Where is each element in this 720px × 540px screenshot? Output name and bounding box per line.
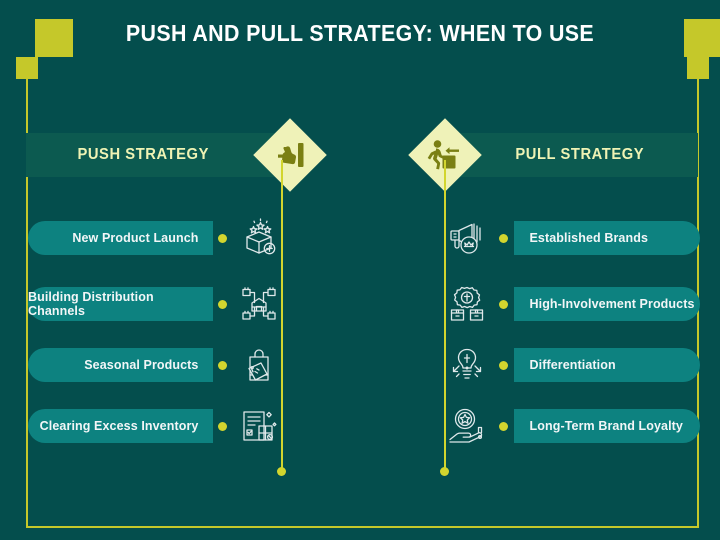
pull-item-pill-2[interactable]: High-Involvement Products: [513, 287, 700, 321]
push-timeline-end-dot: [277, 467, 286, 476]
shopping-bag-sale-tag-icon: [236, 342, 282, 388]
lightbulb-arrows-icon: [444, 342, 490, 388]
person-pulling-box-icon: [409, 119, 481, 191]
push-item-pill-3[interactable]: Seasonal Products: [28, 348, 213, 382]
push-item-label-2: Building Distribution Channels: [28, 290, 154, 318]
frame-border-left: [26, 68, 28, 528]
pull-item-row-4[interactable]: Long-Term Brand Loyalty: [444, 408, 700, 443]
push-strategy-header-band: PUSH STRATEGY: [26, 133, 290, 177]
push-item-row-1[interactable]: New Product Launch: [28, 218, 282, 255]
gear-boxes-icon: [444, 281, 490, 327]
pull-item-pill-1[interactable]: Established Brands: [513, 221, 700, 255]
pull-timeline-dot-3: [499, 360, 508, 370]
pull-item-pill-3[interactable]: Differentiation: [513, 348, 700, 382]
push-item-row-4[interactable]: Clearing Excess Inventory: [28, 409, 282, 443]
pull-timeline-dot-1: [499, 233, 508, 243]
corner-square-top-right-large: [684, 19, 720, 57]
push-item-label-3: Seasonal Products: [84, 358, 199, 372]
push-item-row-2[interactable]: Building Distribution Channels: [28, 287, 282, 321]
pull-item-label-4: Long-Term Brand Loyalty: [529, 419, 683, 433]
push-timeline-dot-3: [218, 360, 227, 370]
pull-timeline-dot-2: [499, 299, 508, 309]
push-item-pill-4[interactable]: Clearing Excess Inventory: [28, 409, 213, 443]
pull-timeline-dot-4: [499, 421, 508, 431]
pull-item-label-3: Differentiation: [529, 358, 616, 372]
pull-item-label-1: Established Brands: [529, 231, 648, 245]
push-timeline-line: [281, 160, 283, 472]
pull-strategy-header-label: PULL STRATEGY: [515, 146, 645, 163]
pull-item-label-2: High-Involvement Products: [529, 297, 695, 311]
pull-item-row-1[interactable]: Established Brands: [444, 221, 700, 255]
page-title: PUSH AND PULL STRATEGY: WHEN TO USE: [125, 20, 595, 46]
pull-item-pill-4[interactable]: Long-Term Brand Loyalty: [513, 409, 700, 443]
push-item-pill-1[interactable]: New Product Launch: [28, 221, 213, 255]
frame-border-bottom: [26, 526, 698, 528]
corner-square-top-left-large: [35, 19, 73, 57]
pull-item-row-2[interactable]: High-Involvement Products: [444, 286, 700, 321]
push-timeline-dot-4: [218, 421, 227, 431]
distribution-network-icon: [236, 281, 282, 327]
megaphone-crown-icon: [444, 215, 490, 261]
pull-strategy-header-band: PULL STRATEGY: [432, 133, 698, 177]
push-timeline-dot-2: [218, 299, 227, 309]
inventory-checklist-icon: [236, 403, 282, 449]
push-timeline-dot-1: [218, 233, 227, 243]
hand-star-badge-icon: [444, 403, 490, 449]
push-strategy-header-label: PUSH STRATEGY: [77, 146, 209, 163]
pull-item-row-3[interactable]: Differentiation: [444, 348, 700, 382]
pull-timeline-end-dot: [440, 467, 449, 476]
push-item-row-3[interactable]: Seasonal Products: [28, 348, 282, 382]
push-item-label-4: Clearing Excess Inventory: [39, 419, 199, 433]
push-item-label-1: New Product Launch: [72, 231, 199, 245]
hand-push-wall-icon: [254, 119, 326, 191]
pull-timeline-line: [444, 160, 446, 472]
open-box-stars-icon: [236, 215, 282, 261]
push-item-pill-2[interactable]: Building Distribution Channels: [28, 287, 213, 321]
